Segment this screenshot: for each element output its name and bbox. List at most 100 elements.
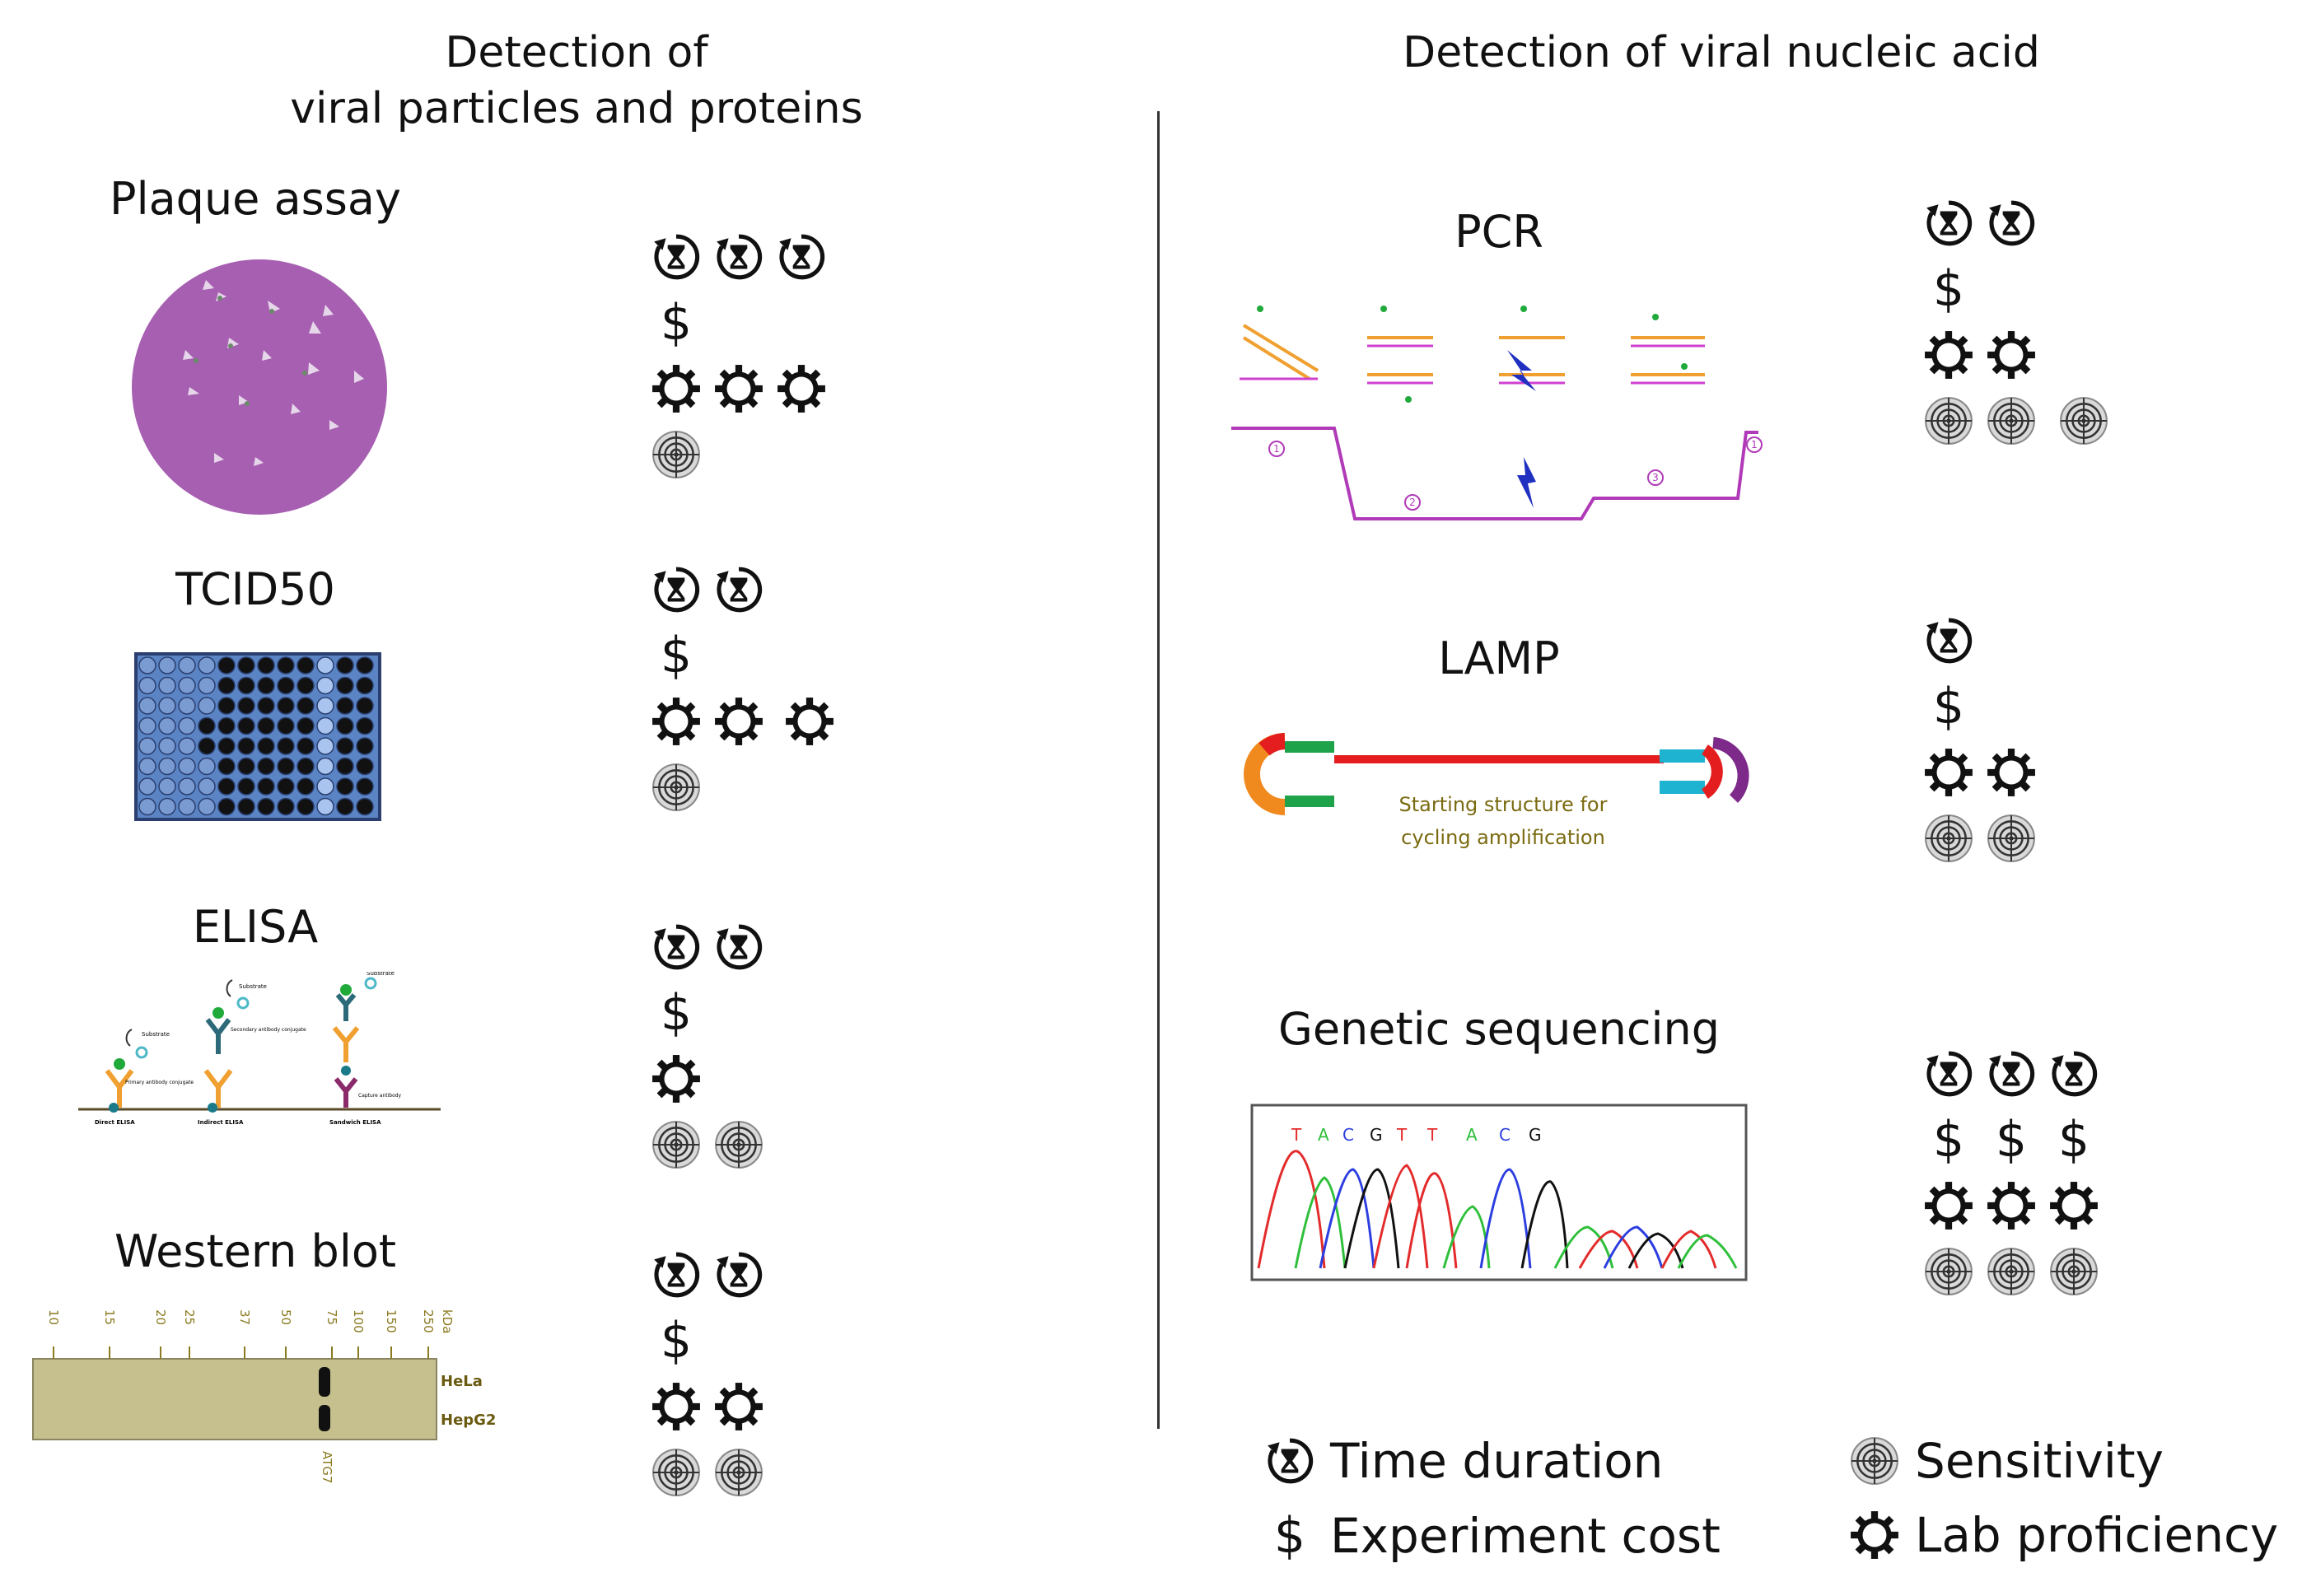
seq-title: Genetic sequencing: [1277, 1003, 1721, 1055]
well-infected: [277, 797, 295, 816]
target-icon: [1849, 1435, 1900, 1486]
well-infected: [257, 656, 275, 674]
well-clear: [138, 737, 156, 755]
target-icon: [1986, 1246, 2037, 1297]
well-clear: [178, 656, 196, 674]
well-infected: [336, 797, 354, 816]
elisa-direct-label: Direct ELISA: [95, 1119, 135, 1126]
hourglass-cycle-icon: [1923, 615, 1974, 666]
dollar-icon: $: [1995, 1111, 2028, 1169]
elisa-diagram: Substrate Primary antibody conjugate Dir…: [78, 972, 441, 1126]
elisa-sensitivity-row: [651, 1115, 764, 1174]
well-clear: [138, 797, 156, 816]
gear-icon: [713, 363, 764, 414]
well-clear: [198, 757, 216, 776]
target-icon: [2048, 1246, 2099, 1297]
well-clear: [178, 697, 196, 715]
well-infected: [217, 737, 236, 755]
dollar-icon: $: [1932, 678, 1965, 735]
well-infected: [356, 697, 374, 715]
ladder-label: 20: [153, 1309, 168, 1325]
lamp-caption-line1: Starting structure for: [1399, 793, 1608, 816]
left-header-line2: viral particles and proteins: [290, 84, 863, 133]
well-infected: [356, 757, 374, 776]
well-infected: [217, 797, 236, 816]
plaque-rating: $: [651, 227, 827, 491]
well-clear: [158, 777, 176, 796]
well-infected: [198, 716, 216, 735]
well-infected: [217, 777, 236, 796]
hourglass-cycle-icon: [651, 564, 702, 615]
tcid50-plate-image: [134, 652, 381, 821]
plaque-title: Plaque assay: [110, 173, 401, 225]
gear-icon: [651, 1053, 702, 1104]
well-clear: [158, 676, 176, 695]
gear-icon: [1986, 329, 2037, 380]
dollar-icon: $: [660, 294, 693, 352]
target-icon: [1986, 813, 2037, 864]
hourglass-cycle-icon: [651, 1249, 702, 1300]
gear-icon: [1986, 1180, 2037, 1231]
well-clear: [178, 757, 196, 776]
well-infected: [336, 757, 354, 776]
target-icon: [651, 1447, 702, 1498]
tcid50-cost-row: $: [651, 626, 835, 685]
well-clear: [316, 697, 334, 715]
well-infected: [237, 656, 255, 674]
western-title: Western blot: [114, 1225, 397, 1277]
well-clear: [138, 777, 156, 796]
gear-icon: [651, 1381, 702, 1432]
well-infected: [237, 676, 255, 695]
pcr-proficiency-row: [1923, 325, 2109, 385]
hourglass-cycle-icon: [713, 564, 764, 615]
plaque-time-row: [651, 227, 827, 287]
western-lane-hela: HeLa: [441, 1373, 483, 1390]
well-clear: [178, 676, 196, 695]
well-infected: [217, 697, 236, 715]
base-call: C: [1342, 1125, 1354, 1145]
well-clear: [138, 757, 156, 776]
well-infected: [237, 697, 255, 715]
elisa-rating: $: [651, 917, 764, 1181]
well-infected: [257, 777, 275, 796]
hourglass-cycle-icon: [651, 922, 702, 973]
well-infected: [336, 676, 354, 695]
gear-icon: [784, 696, 835, 747]
elisa-indirect-label: Indirect ELISA: [198, 1119, 244, 1126]
gear-icon: [1986, 747, 2037, 798]
well-infected: [277, 737, 295, 755]
ladder-label: 100: [351, 1309, 366, 1333]
direct-elisa-antibody: [105, 1029, 148, 1113]
pcr-step-1: 1: [1273, 443, 1280, 455]
well-clear: [198, 797, 216, 816]
tcid50-proficiency-row: [651, 692, 835, 751]
well-clear: [178, 737, 196, 755]
elisa-substrate-label-2: Substrate: [239, 983, 267, 990]
dollar-icon: $: [660, 627, 693, 684]
hourglass-cycle-icon: [1986, 1048, 2037, 1099]
plaque-proficiency-row: [651, 359, 827, 418]
well-clear: [138, 716, 156, 735]
well-infected: [356, 656, 374, 674]
well-infected: [257, 757, 275, 776]
well-infected: [356, 716, 374, 735]
hourglass-cycle-icon: [1264, 1435, 1315, 1486]
ladder-label: 50: [278, 1309, 293, 1325]
gear-icon: [1923, 329, 1974, 380]
tcid50-title: TCID50: [175, 563, 335, 615]
target-icon: [713, 1119, 764, 1170]
well-infected: [237, 777, 255, 796]
well-clear: [158, 716, 176, 735]
well-infected: [356, 797, 374, 816]
well-infected: [336, 716, 354, 735]
well-infected: [257, 797, 275, 816]
well-clear: [198, 656, 216, 674]
well-infected: [356, 737, 374, 755]
legend-cost-label: Experiment cost: [1330, 1508, 1721, 1564]
target-icon: [713, 1447, 764, 1498]
dollar-icon: $: [1932, 1111, 1965, 1169]
legend-proficiency-label: Lab proficiency: [1915, 1507, 2279, 1563]
base-call: G: [1370, 1125, 1383, 1145]
well-infected: [217, 676, 236, 695]
well-clear: [158, 737, 176, 755]
